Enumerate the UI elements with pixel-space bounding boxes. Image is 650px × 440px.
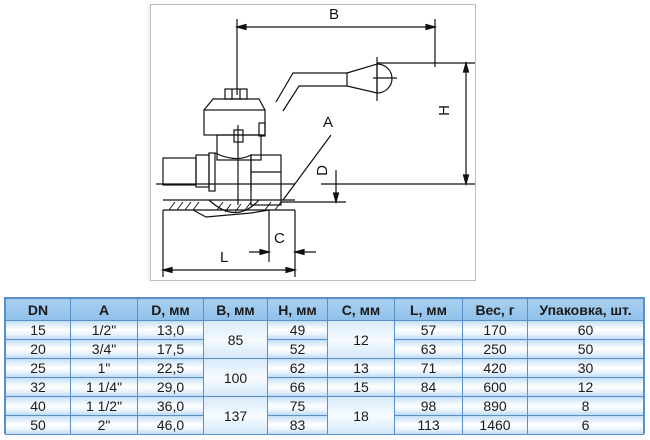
header-l: L, мм xyxy=(394,298,463,321)
cell-c: 15 xyxy=(327,377,395,397)
table-row: 25 1" 22,5 100 62 13 71 420 30 xyxy=(5,358,644,397)
dimension-b xyxy=(234,19,438,95)
table-row: 20 3/4" 17,5 52 63 250 50 xyxy=(5,339,644,359)
cell-dn: 20 xyxy=(5,339,71,359)
cell-dn: 25 xyxy=(5,358,71,378)
header-c: C, мм xyxy=(327,298,395,321)
cell-l: 71 xyxy=(394,358,463,378)
cell-weight: 600 xyxy=(462,377,528,397)
cell-b: 137 xyxy=(203,396,268,435)
cell-pack: 60 xyxy=(527,320,644,340)
table-row: 40 1 1/2" 36,0 137 75 18 98 890 8 xyxy=(5,396,644,435)
table-row: 50 2" 46,0 83 113 1460 6 xyxy=(5,415,644,435)
cell-h: 75 xyxy=(267,396,328,416)
header-d: D, мм xyxy=(137,298,204,321)
header-b: B, мм xyxy=(203,298,268,321)
cell-a: 1 1/4" xyxy=(70,377,138,397)
label-a: A xyxy=(323,114,334,131)
table-row: 32 1 1/4" 29,0 66 15 84 600 12 xyxy=(5,377,644,397)
valve-stem xyxy=(203,88,266,205)
cell-l: 57 xyxy=(394,320,463,340)
label-c: C xyxy=(274,230,285,247)
dimension-h xyxy=(321,60,475,187)
spec-table: DN A D, мм B, мм H, мм C, мм L, мм Вес, … xyxy=(5,298,644,435)
cell-dn: 40 xyxy=(5,396,71,416)
cell-dn: 50 xyxy=(5,415,71,435)
valve-drawing-frame: B H A D C L xyxy=(150,4,476,281)
cell-weight: 890 xyxy=(462,396,528,416)
cell-b: 100 xyxy=(203,358,268,397)
cell-d: 46,0 xyxy=(137,415,204,435)
cell-l: 113 xyxy=(394,415,463,435)
valve-handle xyxy=(275,57,397,112)
cell-d: 29,0 xyxy=(137,377,204,397)
label-l: L xyxy=(220,249,229,266)
cell-weight: 420 xyxy=(462,358,528,378)
header-a: A xyxy=(70,298,138,321)
cell-l: 84 xyxy=(394,377,463,397)
cell-a: 3/4" xyxy=(70,339,138,359)
cell-d: 22,5 xyxy=(137,358,204,378)
cell-h: 52 xyxy=(267,339,328,359)
dimension-d xyxy=(281,170,346,205)
cell-h: 62 xyxy=(267,358,328,378)
cell-weight: 1460 xyxy=(462,415,528,435)
cell-l: 63 xyxy=(394,339,463,359)
cell-b: 85 xyxy=(203,320,268,359)
table-header-row: DN A D, мм B, мм H, мм C, мм L, мм Вес, … xyxy=(5,298,644,321)
cell-c: 13 xyxy=(327,358,395,378)
label-d: D xyxy=(313,165,331,176)
cell-c: 18 xyxy=(327,396,395,435)
cell-pack: 12 xyxy=(527,377,644,397)
header-pack: Упаковка, шт. xyxy=(527,298,644,321)
cell-d: 13,0 xyxy=(137,320,204,340)
cell-d: 36,0 xyxy=(137,396,204,416)
ball-valve-drawing xyxy=(156,19,475,277)
cell-pack: 8 xyxy=(527,396,644,416)
cell-weight: 170 xyxy=(462,320,528,340)
cell-a: 1" xyxy=(70,358,138,378)
cell-a: 1/2" xyxy=(70,320,138,340)
dimension-c xyxy=(249,210,316,277)
cell-a: 2" xyxy=(70,415,138,435)
header-dn: DN xyxy=(5,298,71,321)
cell-h: 83 xyxy=(267,415,328,435)
cell-c: 12 xyxy=(327,320,395,359)
cell-weight: 250 xyxy=(462,339,528,359)
cell-a: 1 1/2" xyxy=(70,396,138,416)
cell-pack: 6 xyxy=(527,415,644,435)
cell-h: 49 xyxy=(267,320,328,340)
cell-pack: 50 xyxy=(527,339,644,359)
header-weight: Вес, г xyxy=(462,298,528,321)
cell-l: 98 xyxy=(394,396,463,416)
cell-pack: 30 xyxy=(527,358,644,378)
label-b: B xyxy=(329,6,340,23)
header-h: H, мм xyxy=(267,298,328,321)
label-h: H xyxy=(435,105,453,116)
table-row: 15 1/2" 13,0 85 49 12 57 170 60 xyxy=(5,320,644,359)
cell-dn: 32 xyxy=(5,377,71,397)
spec-table-container: DN A D, мм B, мм H, мм C, мм L, мм Вес, … xyxy=(4,297,645,435)
dimension-l xyxy=(160,210,298,277)
cell-dn: 15 xyxy=(5,320,71,340)
cell-h: 66 xyxy=(267,377,328,397)
dimension-a xyxy=(282,134,332,201)
cell-d: 17,5 xyxy=(137,339,204,359)
valve-body xyxy=(156,152,295,218)
